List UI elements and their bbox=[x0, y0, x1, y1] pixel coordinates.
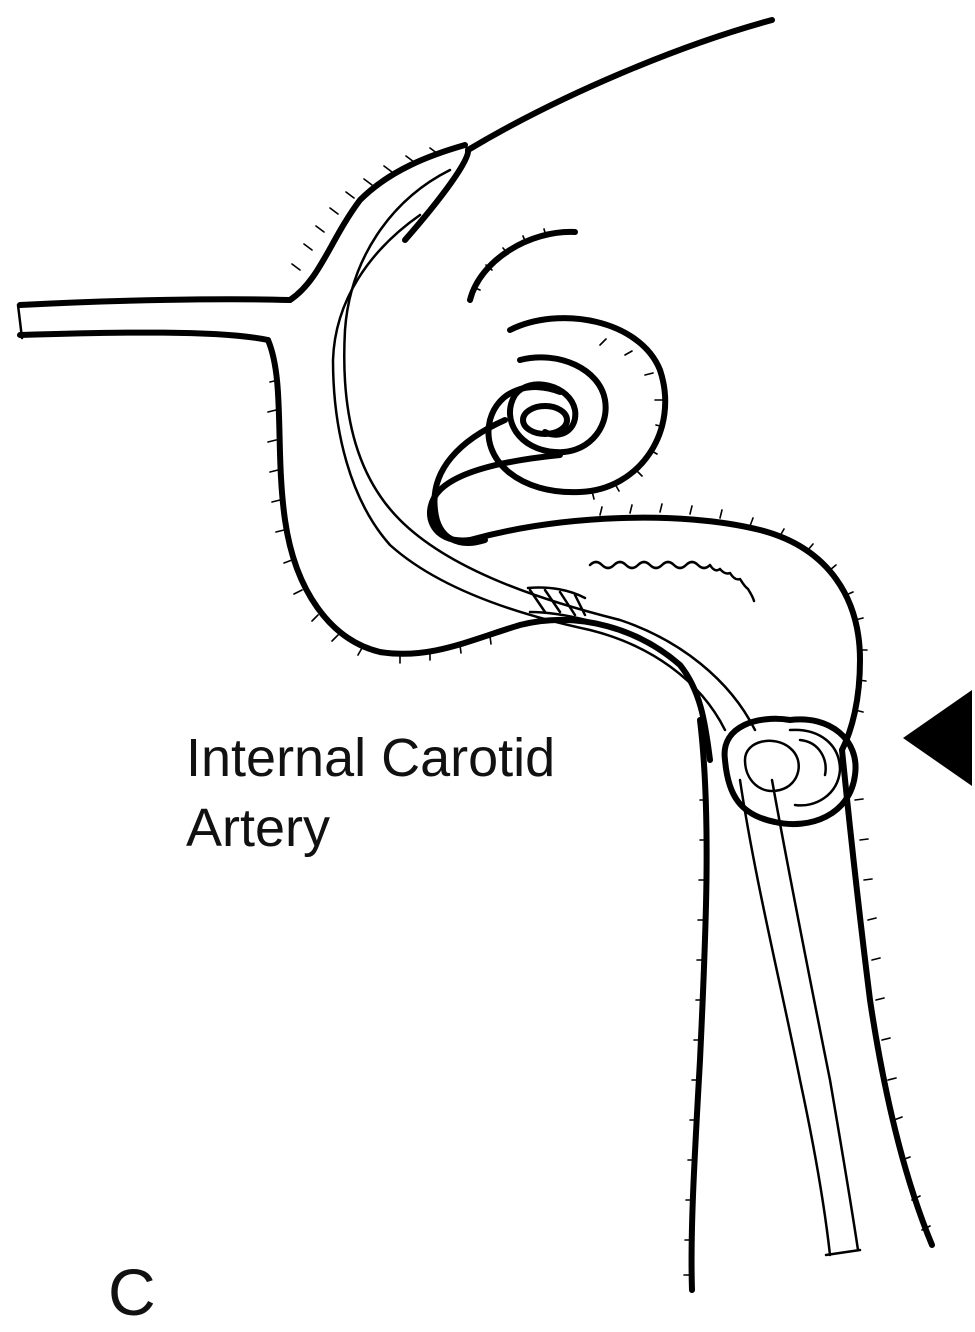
wall-hatching bbox=[268, 148, 930, 1275]
carotid-aneurysm-illustration bbox=[0, 0, 975, 1301]
left-branch bbox=[18, 299, 290, 340]
descending-vessels bbox=[692, 720, 932, 1290]
upper-branch bbox=[405, 20, 772, 240]
aneurysm-sac bbox=[725, 719, 856, 824]
coil-spiral bbox=[434, 232, 665, 543]
vessel-label-line2: Artery bbox=[186, 793, 330, 863]
wavy-line bbox=[590, 562, 754, 601]
vessel-label-line1: Internal Carotid bbox=[186, 723, 555, 793]
left-pointing-arrowhead-icon bbox=[903, 690, 972, 786]
panel-letter: C bbox=[108, 1252, 156, 1332]
